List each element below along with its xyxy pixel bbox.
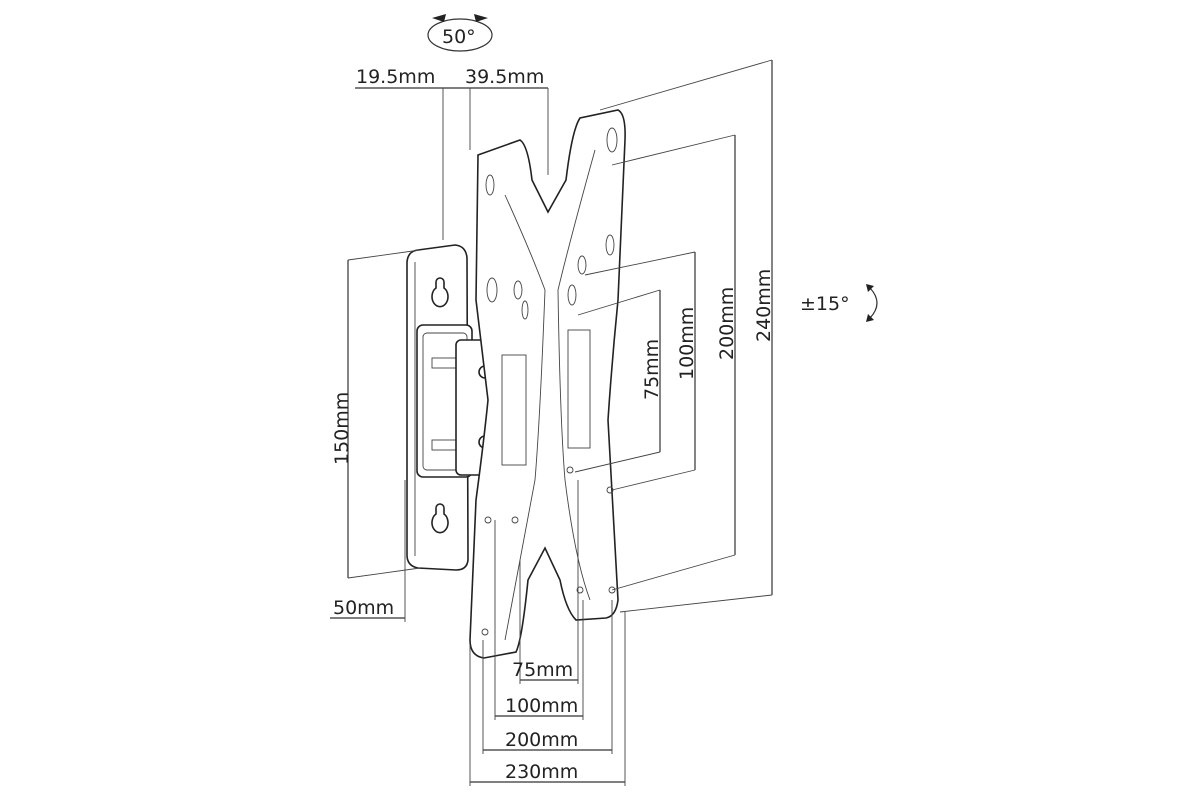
- vesa-vertical-200-label: 200mm: [716, 287, 738, 360]
- tilt-indicator: ±15°: [800, 284, 878, 322]
- tilt-angle-label: ±15°: [800, 293, 850, 315]
- vesa-horizontal-200-label: 200mm: [505, 729, 578, 751]
- wall-plate-width-dimension: 50mm: [330, 480, 406, 622]
- offset-right-label: 39.5mm: [465, 66, 544, 88]
- vesa-horizontal-75-label: 75mm: [512, 659, 573, 681]
- swivel-angle-label: 50°: [442, 26, 476, 48]
- wall-plate-height-label: 150mm: [331, 392, 353, 465]
- wall-plate-width-label: 50mm: [333, 597, 394, 619]
- vesa-horizontal-100-label: 100mm: [505, 695, 578, 717]
- swivel-indicator: 50°: [427, 14, 493, 52]
- vesa-vertical-240-label: 240mm: [753, 269, 775, 342]
- vesa-vertical-dimensions: 75mm 100mm 200mm 240mm: [574, 59, 775, 613]
- vesa-vertical-75-label: 75mm: [641, 339, 663, 400]
- wall-plate-height-dimension: 150mm: [331, 249, 421, 579]
- vesa-horizontal-230-label: 230mm: [505, 761, 578, 783]
- offset-left-label: 19.5mm: [356, 66, 435, 88]
- vesa-vertical-100-label: 100mm: [676, 307, 698, 380]
- vesa-plate: [469, 109, 626, 659]
- offset-dimension: 19.5mm 39.5mm: [355, 66, 549, 240]
- vesa-horizontal-dimensions: 75mm 100mm 200mm 230mm: [469, 480, 626, 786]
